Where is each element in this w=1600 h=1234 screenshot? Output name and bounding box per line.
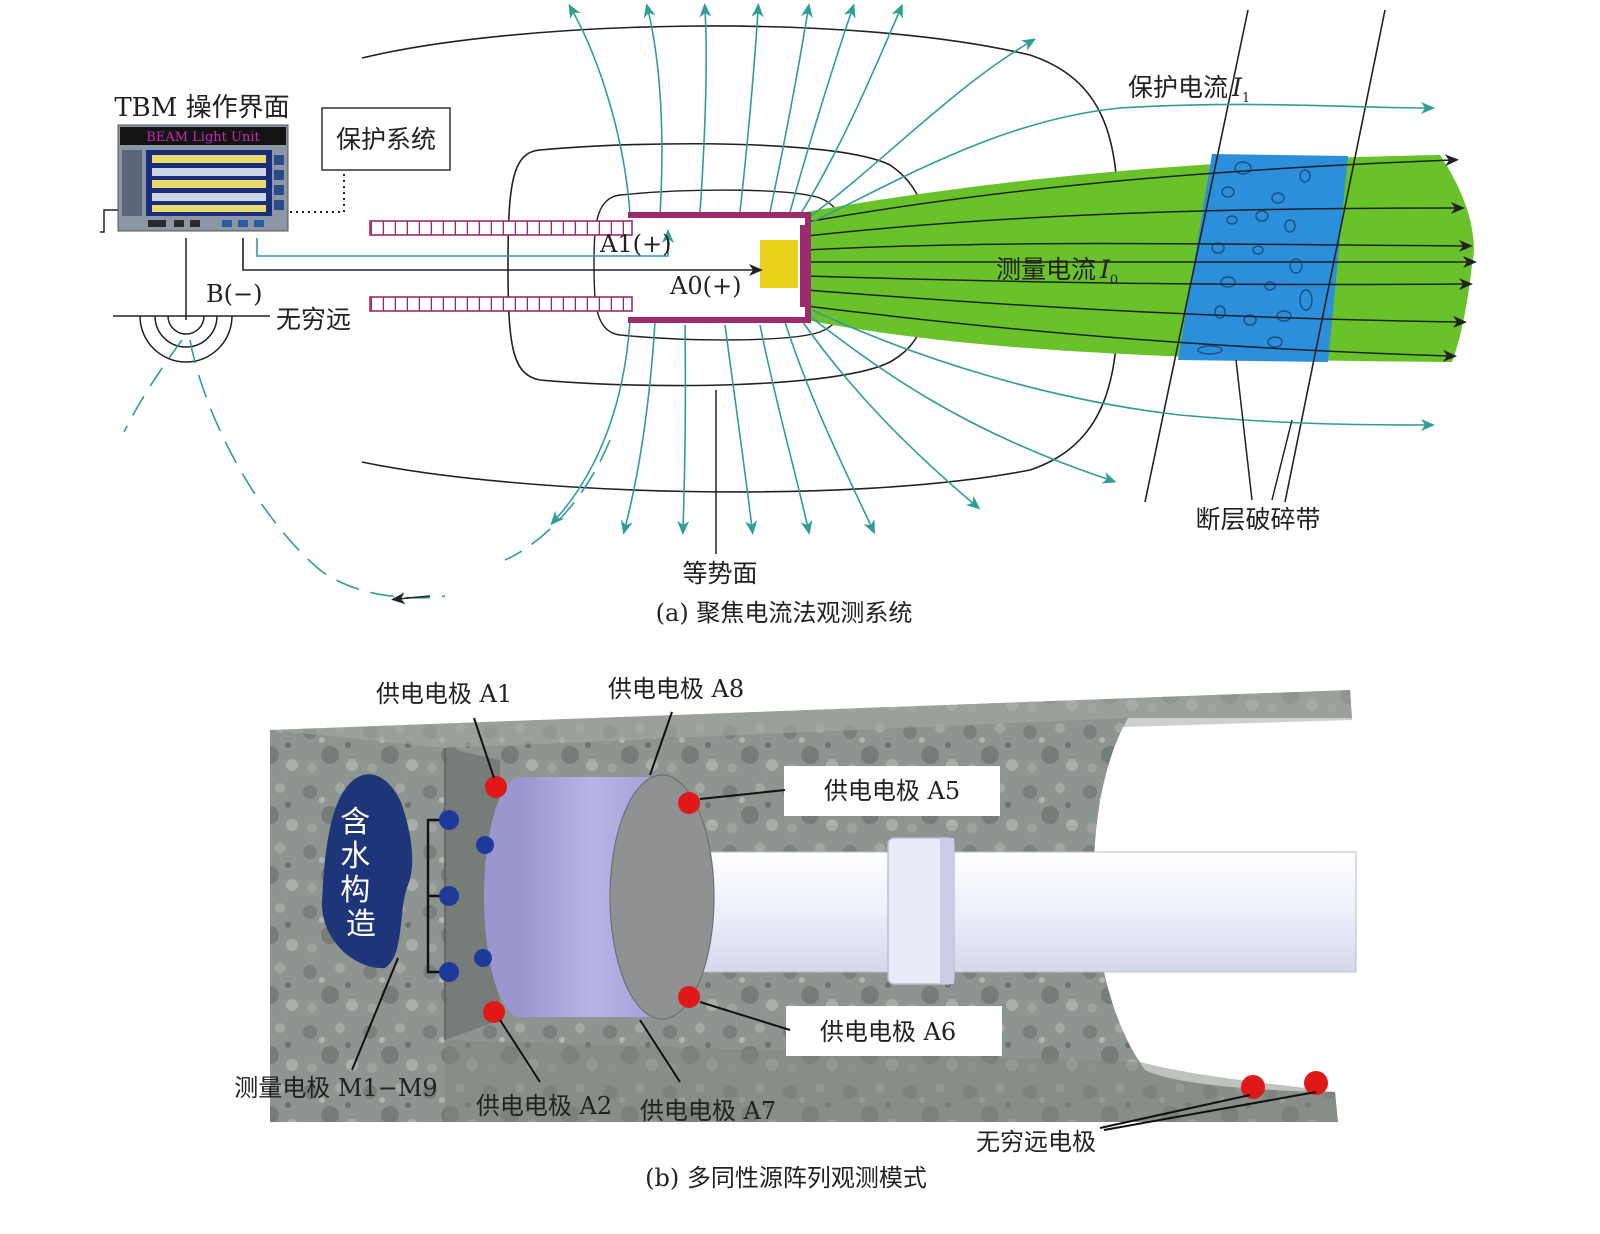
measurement-electrodes [439, 810, 494, 982]
far-current-left [123, 339, 183, 433]
tbm-interface: BEAM Light Unit [117, 124, 289, 232]
cylinder-front [609, 774, 715, 1020]
m-electrode [439, 886, 459, 906]
panel-b: 含 水 构 造 [234, 675, 1357, 1192]
a0-label: A0(+) [669, 272, 741, 300]
tbm-key [238, 220, 248, 227]
far-current-arrow [391, 592, 431, 605]
equipotential-inner [593, 189, 851, 341]
upper-rod [369, 220, 633, 236]
tbm-side-button [274, 155, 284, 165]
tbm-key [148, 220, 166, 227]
field-lines-up [568, 3, 1435, 223]
tbm-key [190, 220, 200, 227]
tbm-left-bracket [100, 209, 118, 233]
tbm-key [222, 220, 232, 227]
equipotential-outer [507, 142, 931, 387]
outer-contour-top [361, 25, 1119, 221]
fault-leader-right [1271, 419, 1293, 501]
supply-electrodes [483, 776, 1328, 1099]
a5-label-box [784, 766, 1000, 816]
wire-a0 [242, 238, 763, 276]
wire-a1 [256, 229, 674, 257]
dotted-link [290, 172, 345, 213]
tbm-screen-title: BEAM Light Unit [146, 130, 260, 145]
tbm-rod [689, 851, 1357, 973]
water-structure [321, 774, 413, 969]
tbm-screen-header [120, 127, 286, 145]
tbm-screen-row [152, 168, 266, 176]
b-electrode-label: B(−) [206, 280, 262, 308]
tunnel-floor [445, 1040, 1338, 1122]
outer-contour-bottom [361, 220, 1119, 493]
water-char: 水 [340, 839, 372, 874]
label-a7: 供电电极 A7 [640, 1097, 776, 1125]
fault-line-left [1144, 9, 1249, 503]
m-electrode [439, 962, 459, 982]
tbm-key [174, 220, 184, 227]
tbm-title: TBM 操作界面 [114, 93, 289, 123]
infinity-electrode-dot [1241, 1075, 1265, 1099]
fault-zone-pores [1197, 161, 1313, 355]
equipotential-label: 等势面 [682, 559, 757, 588]
tbm-key [254, 220, 264, 227]
label-a8: 供电电极 A8 [608, 675, 744, 703]
far-current-right [504, 439, 611, 561]
label-a1: 供电电极 A1 [376, 680, 512, 708]
field-lines-down [550, 309, 1435, 535]
m-electrode [474, 949, 492, 967]
tbm-side-button [274, 185, 284, 195]
infinity-electrode-dot [1304, 1071, 1328, 1095]
label-a6: 供电电极 A6 [820, 1018, 956, 1046]
m-electrode [439, 810, 459, 830]
water-char: 含 [340, 805, 372, 840]
leader-lines [351, 711, 1317, 1131]
a6-electrode-dot [678, 986, 700, 1008]
a0-electrode-core [760, 240, 798, 288]
fault-leader-left [1235, 359, 1253, 501]
fault-line-right [1284, 9, 1386, 503]
lower-rod [369, 296, 633, 312]
tunnel-top-face [270, 690, 1352, 748]
a1-electrode-dot [485, 776, 507, 798]
tbm-side-button [274, 170, 284, 180]
label-infinity: 无穷远电极 [976, 1128, 1096, 1156]
caption-a: (a) 聚焦电流法观测系统 [656, 599, 913, 627]
tbm-screen-row [152, 193, 266, 201]
ground-arcs [139, 315, 233, 363]
water-char: 构 [340, 873, 372, 908]
caption-b: (b) 多同性源阵列观测模式 [645, 1164, 927, 1192]
beam-arrows [805, 154, 1477, 362]
a1-label: A1(+) [599, 230, 671, 258]
a5-electrode-dot [678, 792, 700, 814]
a2-electrode-dot [483, 1001, 505, 1023]
label-a5: 供电电极 A5 [824, 777, 960, 805]
far-current-loop [189, 339, 446, 599]
label-m: 测量电极 M1−M9 [234, 1074, 437, 1102]
a0-plate [800, 225, 808, 307]
label-a2: 供电电极 A2 [476, 1092, 612, 1120]
measurement-beam [806, 155, 1474, 362]
fault-zone-label: 断层破碎带 [1195, 505, 1320, 534]
panel-a: BEAM Light Unit TBM 操作界面 保护系统 [100, 3, 1477, 627]
a6-label-box [786, 1006, 1002, 1056]
water-structure-label: 含 水 构 造 [340, 805, 384, 942]
m-electrode [476, 836, 494, 854]
rod-collar-shade [940, 838, 954, 984]
infinity-label: 无穷远 [276, 305, 351, 334]
tbm-side-panel [122, 150, 142, 216]
tbm-screen-row [152, 180, 266, 188]
tbm-screen-row [152, 155, 266, 163]
protect-system-label: 保护系统 [336, 125, 436, 154]
tbm-screen-row [152, 205, 266, 212]
tbm-side-button [274, 200, 284, 210]
protect-system-box [321, 107, 451, 171]
water-char: 造 [346, 907, 378, 942]
